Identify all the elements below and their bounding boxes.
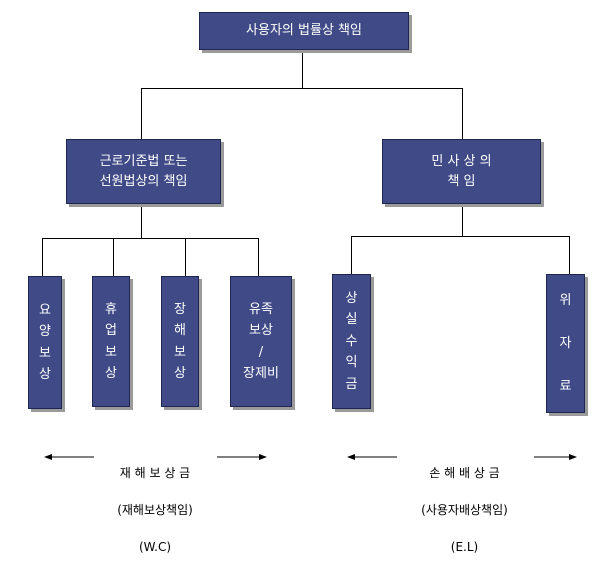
connector-left-level2-horizontal	[42, 238, 258, 239]
leaf-consolation-money: 위 자 료	[546, 274, 585, 413]
connector-leaf-1	[42, 238, 43, 276]
left-caption: 재 해 보 상 금 (재해보상책임) (W.C)	[95, 445, 215, 575]
left-caption-title: 재 해 보 상 금	[119, 465, 191, 480]
connector-leaf-2	[113, 238, 114, 276]
connector-right-branch-stem	[462, 204, 463, 237]
root-node: 사용자의 법률상 책임	[199, 12, 409, 50]
left-branch-node: 근로기준법 또는 선원법상의 책임	[66, 139, 221, 204]
left-caption-code: (W.C)	[138, 539, 172, 554]
connector-level1-horizontal	[141, 88, 463, 89]
connector-leaf-4	[258, 238, 259, 276]
right-caption-arrow-right	[534, 454, 577, 460]
right-caption-subtitle: (사용자배상책임)	[421, 502, 508, 517]
connector-right-branch-down	[462, 88, 463, 139]
right-caption: 손 해 배 상 금 (사용자배상책임) (E.L)	[397, 445, 532, 575]
leaf-leave-compensation: 휴 업 보 상	[92, 276, 130, 407]
connector-left-branch-stem	[141, 204, 142, 238]
left-caption-arrow-right	[217, 454, 267, 460]
right-caption-title: 손 해 배 상 금	[429, 465, 500, 480]
left-caption-subtitle: (재해보상책임)	[117, 502, 193, 517]
leaf-disability-compensation: 장 해 보 상	[161, 276, 199, 407]
leaf-medical-compensation: 요 양 보 상	[28, 276, 62, 409]
connector-right-level2-horizontal	[351, 236, 570, 237]
left-caption-arrow-left	[44, 454, 94, 460]
leaf-lost-income: 상 실 수 익 금	[332, 274, 371, 409]
leaf-survivor-funeral: 유족 보상 / 장제비	[230, 276, 292, 407]
connector-leaf-3	[185, 238, 186, 276]
connector-leaf-5	[351, 236, 352, 274]
right-branch-node: 민 사 상 의 책 임	[382, 139, 541, 204]
connector-left-branch-down	[141, 88, 142, 139]
right-caption-code: (E.L)	[450, 539, 479, 554]
right-caption-arrow-left	[347, 454, 397, 460]
connector-leaf-6	[569, 236, 570, 274]
connector-root-down	[302, 50, 303, 88]
